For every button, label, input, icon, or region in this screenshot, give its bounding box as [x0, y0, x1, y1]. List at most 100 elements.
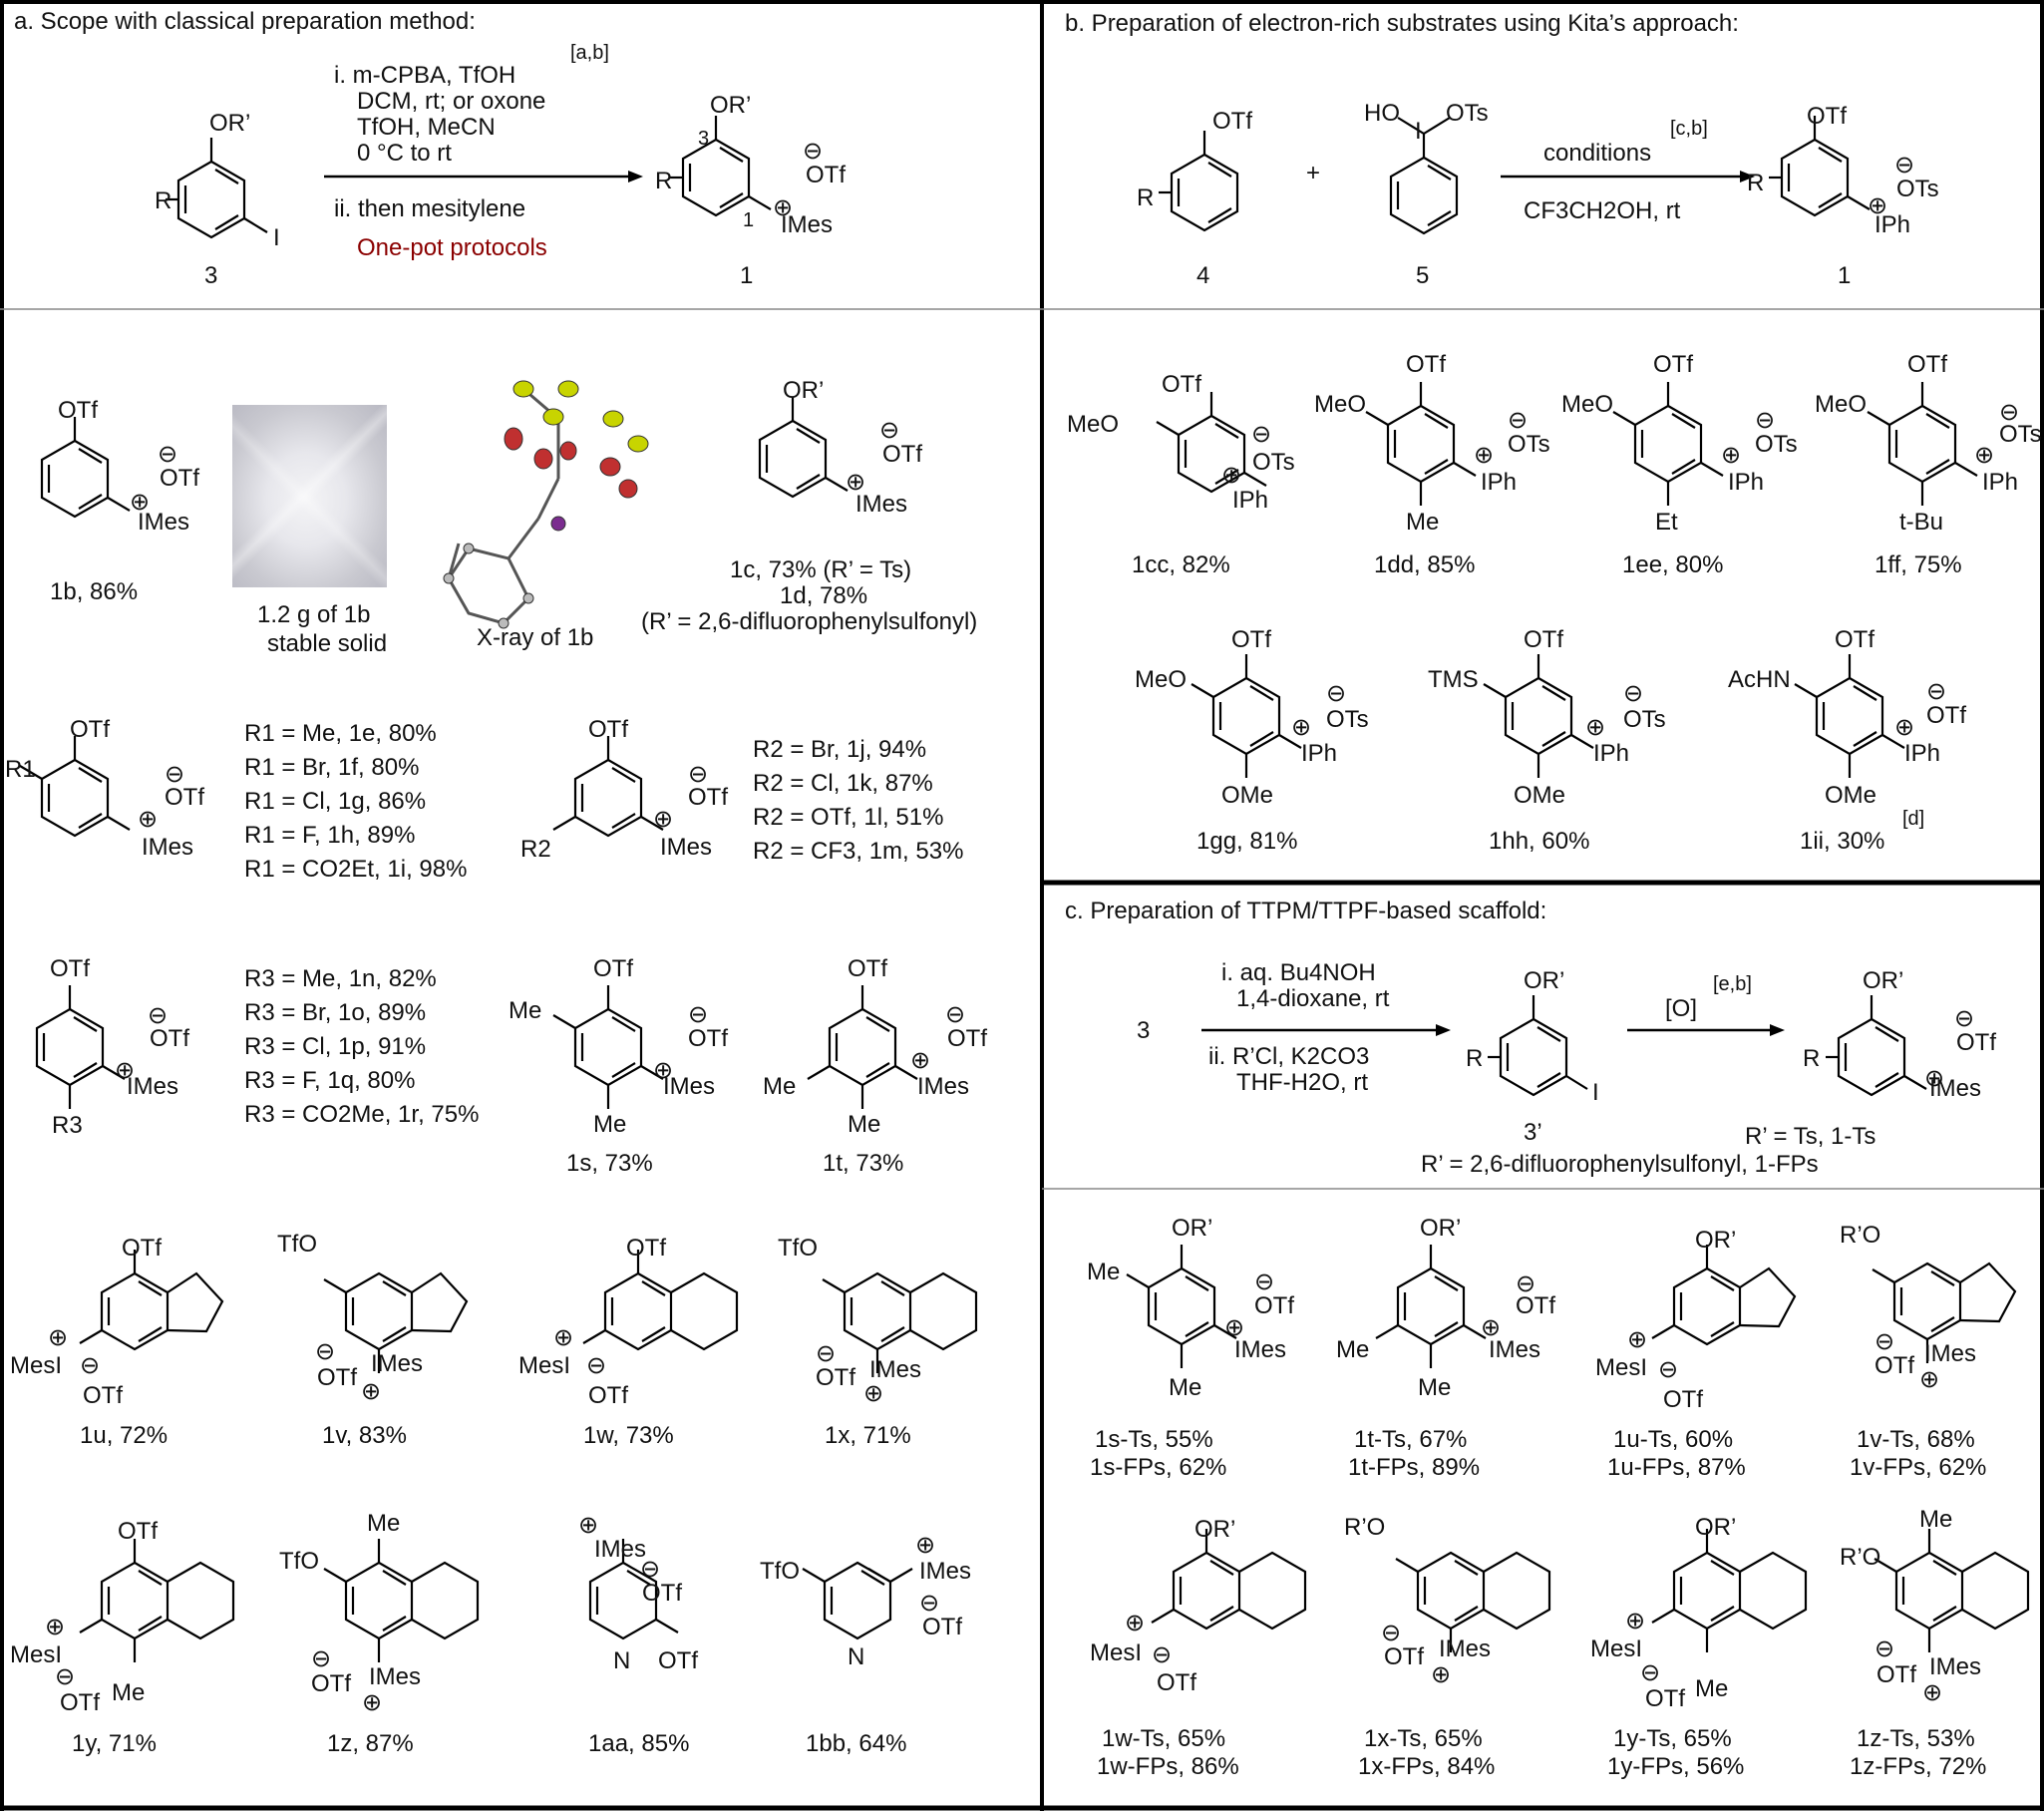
product-photo: [232, 405, 387, 587]
atom-label: IMes: [369, 1663, 422, 1690]
compound-yield: 1d, 78%: [780, 582, 868, 609]
atom-label: OTf: [1926, 702, 1966, 729]
atom-label: MeO: [1561, 391, 1614, 418]
plus-charge-icon: ⊕: [130, 489, 151, 516]
minus-charge-icon: ⊖: [1251, 421, 1272, 448]
atom-label: OMe: [1514, 782, 1566, 809]
atom-label: OR’: [1172, 1215, 1213, 1242]
atom-label: IPh: [1904, 740, 1941, 767]
atom-label: R1: [5, 756, 36, 783]
compound-yield: 1aa, 85%: [588, 1730, 690, 1757]
plus-charge-icon: ⊕: [1481, 1314, 1502, 1341]
atom-label: OTf: [1807, 103, 1847, 130]
plus-charge-icon: ⊕: [653, 1057, 674, 1084]
substituent-line: R1 = Me, 1e, 80%: [244, 720, 437, 747]
atom-label: MeO: [1314, 391, 1367, 418]
atom-label: R: [1137, 184, 1155, 211]
plus-sign: +: [1306, 160, 1321, 186]
substituent-line: R2 = OTf, 1l, 51%: [753, 804, 944, 831]
atom-label: OTf: [642, 1580, 682, 1607]
atom-label: TMS: [1428, 666, 1479, 693]
compound-yield: 1u-FPs, 87%: [1607, 1454, 1746, 1481]
plus-charge-icon: ⊕: [1627, 1326, 1648, 1353]
atom-label: OTf: [688, 784, 728, 811]
atom-label: Me: [112, 1679, 146, 1706]
minus-charge-icon: ⊖: [945, 1001, 966, 1028]
atom-label: IMes: [917, 1073, 970, 1100]
plus-charge-icon: ⊕: [1894, 714, 1915, 741]
substituent-line: R3 = Br, 1o, 89%: [244, 999, 427, 1026]
minus-charge-icon: ⊖: [919, 1590, 940, 1617]
plus-charge-icon: ⊕: [1221, 462, 1242, 489]
minus-charge-icon: ⊖: [1658, 1356, 1679, 1383]
minus-charge-icon: ⊖: [1508, 407, 1529, 434]
atom-label: R’O: [1840, 1222, 1881, 1249]
minus-charge-icon: ⊖: [1516, 1270, 1536, 1297]
compound-yield: 1w-FPs, 86%: [1097, 1753, 1239, 1780]
minus-charge-icon: ⊖: [1874, 1635, 1895, 1662]
substituent-line: R3 = Cl, 1p, 91%: [244, 1033, 427, 1060]
plus-charge-icon: ⊕: [1431, 1661, 1452, 1688]
atom-label: IPh: [1481, 469, 1518, 496]
atom-label: OTf: [160, 465, 199, 492]
compound-label: 4: [1196, 262, 1210, 289]
plus-charge-icon: ⊕: [653, 806, 674, 833]
condition-text: TfOH, MeCN: [357, 114, 496, 141]
atom-label: R: [1803, 1045, 1821, 1072]
atom-label: IMes: [1929, 1653, 1982, 1680]
plus-charge-icon: ⊕: [1125, 1610, 1146, 1636]
xray-structure: [447, 387, 560, 625]
compound-yield: 1z-Ts, 53%: [1857, 1725, 1975, 1752]
atom-label: Me: [1406, 509, 1440, 536]
atom-label: TfO: [277, 1231, 317, 1258]
minus-charge-icon: ⊖: [879, 417, 900, 444]
minus-charge-icon: ⊖: [688, 1001, 709, 1028]
atom-label: IMes: [127, 1073, 179, 1100]
atom-label: OTf: [1653, 351, 1693, 378]
atom-label: IPh: [1874, 211, 1911, 238]
minus-charge-icon: ⊖: [315, 1338, 336, 1365]
compound-yield: 1gg, 81%: [1196, 828, 1298, 855]
minus-charge-icon: ⊖: [148, 1002, 169, 1029]
plus-charge-icon: ⊕: [1868, 192, 1888, 219]
compound-label: 1: [1838, 262, 1852, 289]
atom-label: OTf: [947, 1025, 987, 1052]
minus-charge-icon: ⊖: [80, 1352, 101, 1379]
plus-charge-icon: ⊕: [45, 1614, 66, 1640]
compound-yield: 1hh, 60%: [1489, 828, 1590, 855]
atom-label: OTf: [848, 955, 887, 982]
compound-label: 3’: [1524, 1119, 1542, 1146]
reference-marker: [d]: [1902, 808, 1925, 830]
atom-label: IPh: [1728, 469, 1765, 496]
atom-label: Et: [1655, 509, 1678, 536]
atom-label: Me: [1169, 1374, 1202, 1401]
atom-label: IMes: [663, 1073, 716, 1100]
atom-label: I: [1415, 118, 1422, 145]
compound-yield: 1y-Ts, 65%: [1613, 1725, 1732, 1752]
atom-label: OTf: [83, 1382, 123, 1409]
atom-label: Me: [367, 1510, 401, 1537]
compound-yield: 1ee, 80%: [1622, 551, 1724, 578]
atom-label: IMes: [1489, 1336, 1541, 1363]
atom-label: OTf: [1254, 1292, 1294, 1319]
minus-charge-icon: ⊖: [803, 138, 824, 165]
minus-charge-icon: ⊖: [1623, 680, 1644, 707]
compound-yield: 1z, 87%: [327, 1730, 414, 1757]
atom-label: TfO: [760, 1558, 800, 1585]
minus-charge-icon: ⊖: [640, 1556, 661, 1583]
xray-caption: X-ray of 1b: [477, 624, 594, 651]
atom-label: IMes: [1929, 1075, 1982, 1102]
atom-label: IMes: [869, 1356, 922, 1383]
atom-label: Me: [1087, 1259, 1121, 1285]
atom-label: OTf: [60, 1689, 100, 1716]
minus-charge-icon: ⊖: [1381, 1620, 1402, 1646]
atom-label: R: [655, 168, 673, 194]
compound-yield: 1w, 73%: [583, 1422, 674, 1449]
reference-marker: [c,b]: [1670, 118, 1708, 140]
atom-label: IMes: [1439, 1635, 1492, 1662]
atom-label: I: [273, 224, 280, 251]
atom-label: IMes: [594, 1536, 647, 1563]
plus-charge-icon: ⊕: [1291, 714, 1312, 741]
atom-label: OTf: [165, 784, 204, 811]
plus-charge-icon: ⊕: [1721, 442, 1742, 469]
